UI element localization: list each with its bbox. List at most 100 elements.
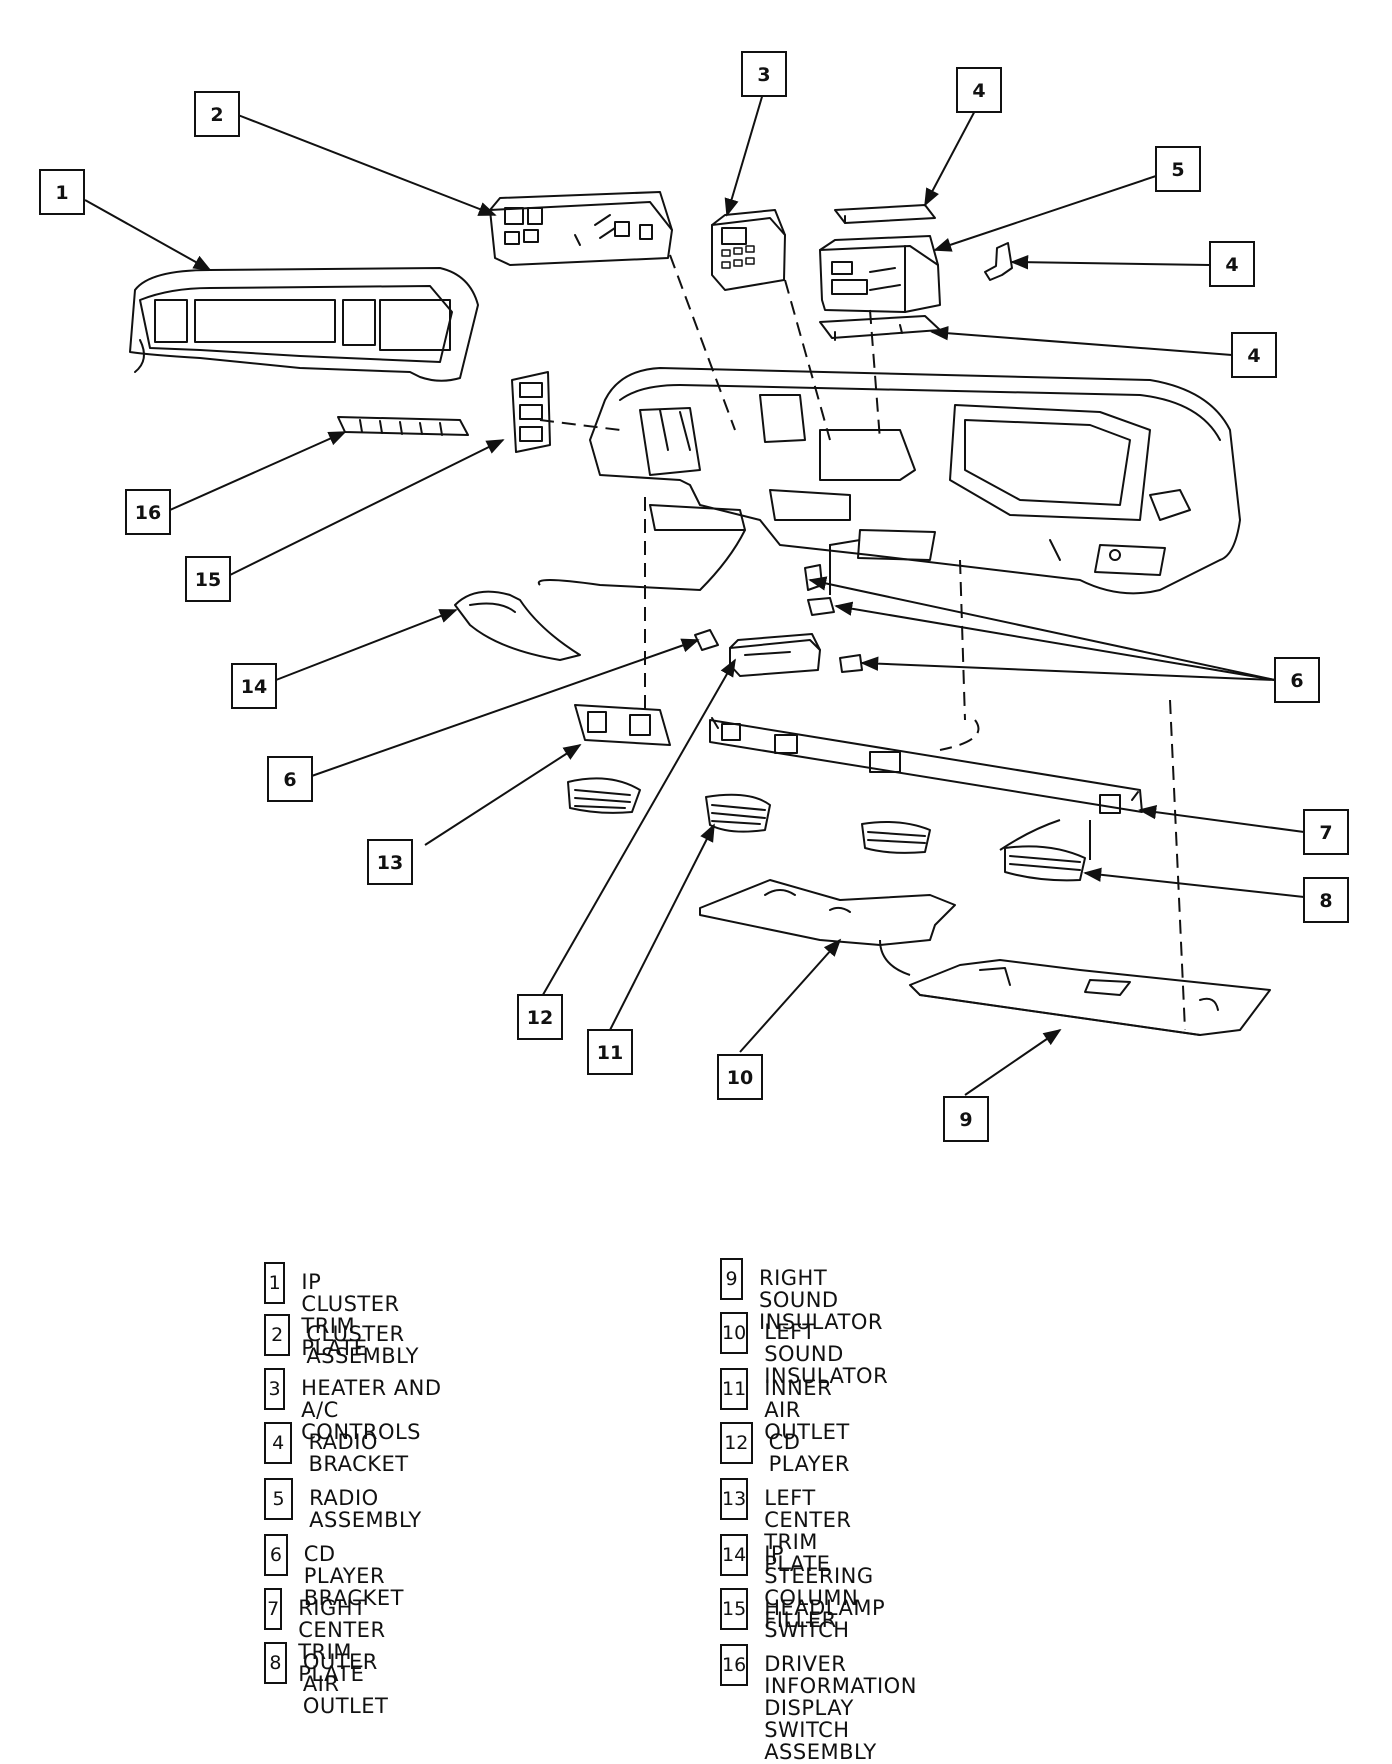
legend-item: 10 LEFT SOUND INSULATOR (720, 1312, 902, 1387)
callout-c3: 3 (741, 51, 787, 97)
legend-label: RIGHT SOUND INSULATOR (758, 1266, 883, 1334)
radio-bracket-bottom-part (819, 315, 941, 341)
left-sound-insulator-part (699, 879, 956, 946)
svg-text:6: 6 (283, 769, 296, 791)
callout-c11: 11 (587, 1029, 633, 1075)
driver-info-switch-part (337, 416, 469, 436)
svg-text:4: 4 (1247, 345, 1260, 367)
legend-item: 3 HEATER AND A/C CONTROLS (264, 1368, 442, 1443)
svg-text:8: 8 (1319, 890, 1332, 912)
legend-label: RADIO ASSEMBLY (309, 1486, 422, 1532)
callout-c16: 16 (125, 489, 171, 535)
legend-label: RIGHT CENTER TRIM PLATE (298, 1596, 386, 1686)
leader-arrows (84, 89, 1305, 1096)
legend-number: 4 (264, 1422, 293, 1464)
legend-label: LEFT SOUND INSULATOR (764, 1320, 889, 1388)
legend-number: 6 (264, 1534, 288, 1576)
legend-item: 11 INNER AIR OUTLET (720, 1368, 864, 1443)
callout-c2: 2 (194, 91, 240, 137)
legend-item: 1 IP CLUSTER TRIM PLATE (264, 1262, 420, 1359)
legend-label: HEADLAMP SWITCH (764, 1596, 886, 1642)
radio-bracket-side-part (984, 242, 1013, 281)
legend-label: DRIVER INFORMATION DISPLAY SWITCH ASSEMB… (764, 1652, 917, 1764)
headlamp-switch-part (511, 371, 551, 453)
legend-number: 2 (264, 1314, 291, 1356)
svg-text:13: 13 (377, 852, 403, 874)
legend-number: 3 (264, 1368, 286, 1410)
callout-c4a: 4 (956, 67, 1002, 113)
legend-item: 9 RIGHT SOUND INSULATOR (720, 1258, 902, 1333)
legend-item: 7 RIGHT CENTER TRIM PLATE (264, 1588, 409, 1685)
svg-text:16: 16 (135, 502, 161, 524)
legend-number: 7 (264, 1588, 283, 1630)
svg-text:11: 11 (597, 1042, 623, 1064)
legend-label: CD PLAYER (768, 1430, 850, 1476)
cluster-assembly-part (489, 191, 673, 266)
legend-label: RADIO BRACKET (308, 1430, 409, 1476)
callout-c1: 1 (39, 169, 85, 215)
steering-column-filler-part (454, 590, 581, 661)
cd-player-bracket-parts (694, 564, 863, 673)
exploded-view-diagram: 1 2 3 4 5 4 4 16 (39, 51, 1349, 1142)
legend-label: HEATER AND A/C CONTROLS (301, 1376, 442, 1444)
outer-air-outlet-part (1004, 845, 1086, 882)
ip-cluster-trim-plate-part (129, 267, 479, 382)
legend-label: INNER AIR OUTLET (764, 1376, 850, 1444)
legend-number: 14 (720, 1534, 749, 1576)
legend-number: 11 (720, 1368, 749, 1410)
callout-c6b: 6 (1274, 657, 1320, 703)
svg-text:10: 10 (727, 1067, 753, 1089)
svg-text:5: 5 (1171, 159, 1184, 181)
callout-c13: 13 (367, 839, 413, 885)
legend-item: 5 RADIO ASSEMBLY (264, 1478, 435, 1531)
svg-text:9: 9 (959, 1109, 972, 1131)
svg-text:7: 7 (1319, 822, 1332, 844)
legend-number: 5 (264, 1478, 294, 1520)
callout-c14: 14 (231, 663, 277, 709)
radio-bracket-top-part (834, 204, 936, 224)
callout-c8: 8 (1303, 877, 1349, 923)
legend-item: 16 DRIVER INFORMATION DISPLAY SWITCH ASS… (720, 1644, 931, 1763)
svg-text:4: 4 (972, 80, 985, 102)
svg-text:1: 1 (55, 182, 68, 204)
legend-label: CD PLAYER BRACKET (303, 1542, 404, 1610)
svg-text:6: 6 (1290, 670, 1303, 692)
legend-item: 2 CLUSTER ASSEMBLY (264, 1314, 435, 1367)
left-center-trim-plate-part (574, 704, 671, 746)
svg-text:3: 3 (757, 64, 770, 86)
legend-label: IP CLUSTER TRIM PLATE (301, 1270, 400, 1360)
legend-number: 10 (720, 1312, 749, 1354)
callout-c5: 5 (1155, 146, 1201, 192)
inner-air-outlet-part (705, 793, 771, 833)
legend-label: OUTER AIR OUTLET (302, 1650, 389, 1718)
callout-c10: 10 (717, 1054, 763, 1100)
legend-item: 15 HEADLAMP SWITCH (720, 1588, 899, 1641)
callout-c15: 15 (185, 556, 231, 602)
legend-number: 8 (264, 1642, 287, 1684)
legend-item: 8 OUTER AIR OUTLET (264, 1642, 408, 1717)
legend-label: CLUSTER ASSEMBLY (306, 1322, 419, 1368)
right-center-trim-plate-part (709, 717, 1143, 814)
legend-item: 4 RADIO BRACKET (264, 1422, 422, 1475)
right-sound-insulator-part (909, 959, 1271, 1036)
legend-item: 13 LEFT CENTER TRIM PLATE (720, 1478, 865, 1575)
legend-number: 9 (720, 1258, 743, 1300)
instrument-panel-part (589, 367, 1241, 595)
air-outlet-center-part (861, 821, 931, 854)
cd-player-part (729, 633, 821, 677)
legend-number: 12 (720, 1422, 753, 1464)
guide-solid-lines (537, 529, 1091, 976)
callout-c4c: 4 (1231, 332, 1277, 378)
callout-c7: 7 (1303, 809, 1349, 855)
svg-text:15: 15 (195, 569, 221, 591)
svg-text:12: 12 (527, 1007, 553, 1029)
air-outlet-left-part (567, 777, 641, 814)
assembly-guide-lines (539, 254, 1186, 1031)
heater-ac-controls-part (711, 209, 786, 291)
svg-text:4: 4 (1225, 254, 1238, 276)
legend-label: LEFT CENTER TRIM PLATE (764, 1486, 852, 1576)
callout-c4b: 4 (1209, 241, 1255, 287)
svg-text:2: 2 (210, 104, 223, 126)
legend-item: 14 IP STEERING COLUMN FILLER (720, 1534, 887, 1631)
legend-item: 6 CD PLAYER BRACKET (264, 1534, 422, 1609)
